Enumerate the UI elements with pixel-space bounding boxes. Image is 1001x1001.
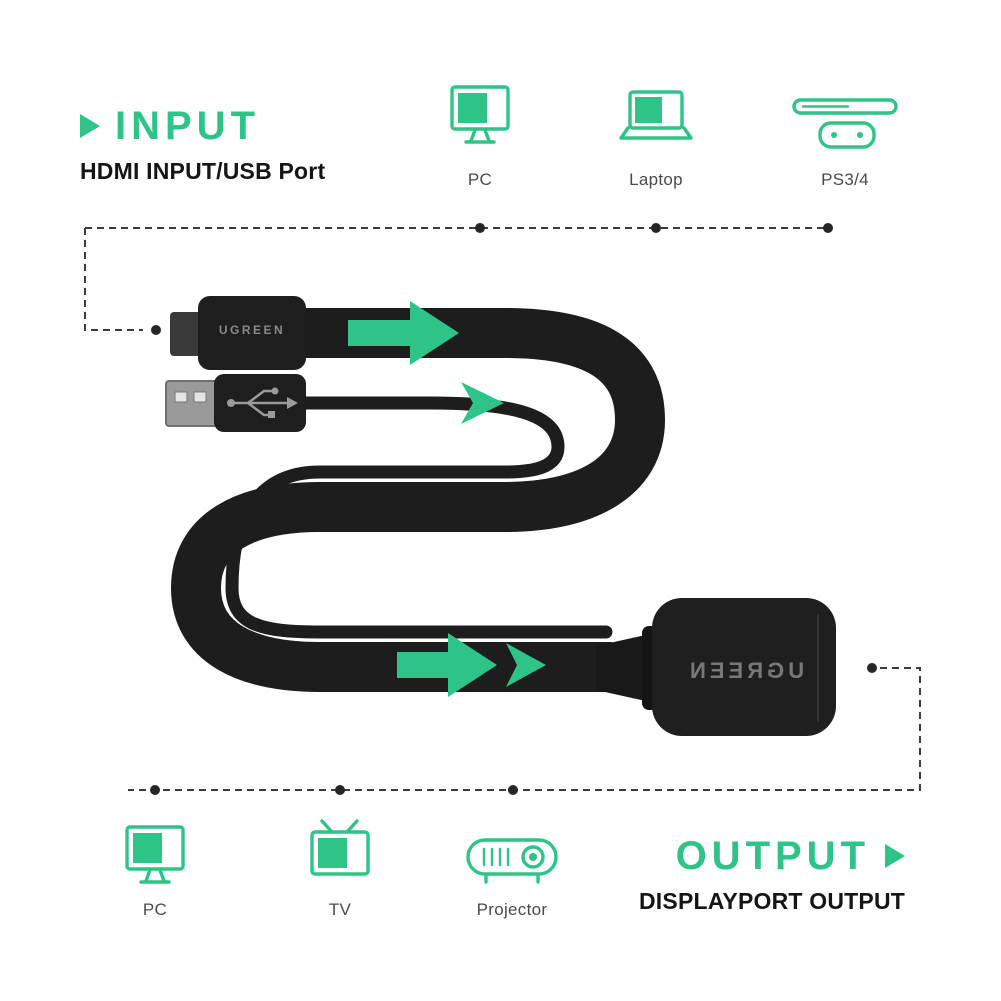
output-subtitle: DISPLAYPORT OUTPUT — [639, 888, 905, 914]
adapter-cable — [170, 308, 666, 692]
output-device-pc: PC — [95, 824, 215, 920]
thin-usb-cable — [225, 396, 613, 639]
input-dashed-connector — [84, 223, 833, 335]
projector-icon — [466, 838, 558, 884]
input-section-header: INPUT HDMI INPUT/USB Port — [80, 106, 325, 185]
green-chevron-right-icon — [461, 382, 504, 424]
pc-monitor-icon — [125, 825, 185, 884]
input-device-ps34: PS3/4 — [783, 94, 907, 190]
green-chevron-right-icon — [506, 643, 546, 687]
hdmi-connector: UGREEN — [170, 296, 306, 370]
input-device-pc: PC — [420, 84, 540, 190]
output-device-tv: TV — [280, 816, 400, 920]
input-title: INPUT — [115, 104, 260, 148]
device-label: PS3/4 — [821, 170, 869, 189]
output-title: OUTPUT — [675, 834, 870, 878]
device-label: PC — [142, 900, 168, 919]
flat-hdmi-cable — [170, 308, 666, 692]
input-device-laptop: Laptop — [596, 88, 716, 190]
usb-connector — [165, 374, 306, 432]
device-label: TV — [328, 900, 352, 919]
input-subtitle: HDMI INPUT/USB Port — [80, 158, 326, 184]
adapter-brand-text-mirrored: UGREEN — [686, 658, 804, 683]
device-label: Projector — [476, 900, 548, 919]
green-arrow-right-icon — [397, 633, 497, 697]
pc-monitor-icon — [450, 85, 510, 144]
device-label: PC — [467, 170, 493, 189]
displayport-adapter: UGREEN — [596, 598, 836, 736]
device-label: Laptop — [629, 170, 683, 189]
hdmi-brand-text: UGREEN — [219, 323, 285, 337]
usb-trident-icon — [227, 387, 298, 418]
input-play-triangle-icon — [80, 114, 100, 138]
output-play-triangle-icon — [885, 844, 905, 868]
game-console-icon — [792, 98, 898, 149]
tv-icon — [310, 819, 370, 876]
laptop-icon — [619, 90, 693, 140]
output-section-header: OUTPUT DISPLAYPORT OUTPUT — [639, 836, 905, 915]
green-arrow-right-icon — [348, 301, 459, 365]
flow-arrows — [348, 301, 546, 697]
output-dashed-connector — [128, 663, 921, 795]
output-device-projector: Projector — [452, 832, 572, 920]
